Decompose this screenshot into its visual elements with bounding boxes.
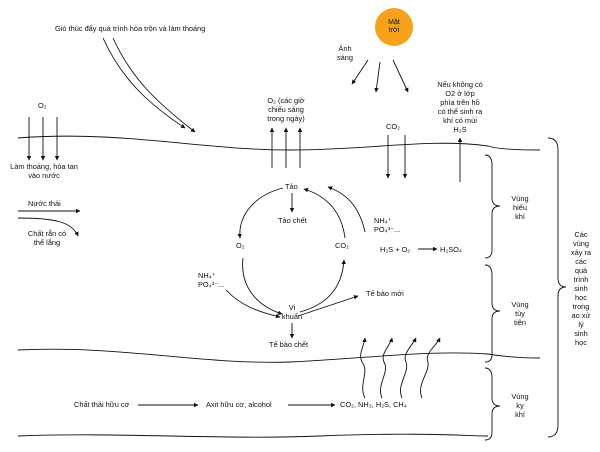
- o2-sunlight-label: O₂ (các giờ chiếu sáng trong ngày): [255, 96, 317, 123]
- zone-facultative-label: Vùng tùy tiện: [502, 300, 538, 327]
- processes-6: trình: [573, 275, 589, 284]
- nutrients-lower-label: NH₄⁺ PO₄³⁻...: [198, 271, 224, 289]
- h2so4-label: H₂SO₄: [440, 245, 462, 254]
- brace-aerobic: [484, 154, 501, 259]
- h2s-note-3: phía trên hồ: [440, 98, 480, 107]
- pond-bottom-line: [17, 433, 489, 438]
- new-cells-label: Tế bào mới: [366, 289, 404, 298]
- algae-to-o2-arc: [237, 187, 284, 239]
- wastewater-label: Nước thải: [28, 199, 61, 208]
- zone-facultative-2: tùy: [515, 309, 525, 318]
- processes-4: các: [575, 257, 587, 266]
- aeration-label-2: vào nước: [28, 171, 60, 180]
- dead-algae-label: Tảo chết: [278, 216, 307, 225]
- h2s-note-5: khí có mùi: [443, 116, 477, 125]
- co2-to-algae-arc: [303, 188, 346, 239]
- h2s-note-formula: H₂S: [453, 125, 467, 134]
- nutrients-upper-label: NH₄⁺ PO₄³⁻...: [374, 216, 400, 234]
- light-label-1: Ánh: [338, 44, 352, 53]
- o2-top-label: O₂: [38, 101, 47, 110]
- nutrients-lower-2: PO₄³⁻...: [198, 280, 225, 289]
- o2-sunlight-label-1: O₂ (các giờ: [267, 96, 305, 105]
- nutrients-upper-2: PO₄³⁻...: [374, 225, 401, 234]
- co2-mid-label: CO₂: [335, 241, 349, 250]
- wind-arrow-2: [112, 37, 196, 133]
- zone-facultative-1: Vùng: [511, 300, 529, 309]
- nutrients-to-bacteria-arrow: [225, 289, 281, 319]
- light-arrow-1: [351, 59, 369, 85]
- processes-9: trong: [572, 302, 590, 311]
- h2s-note-4: có thể sinh ra: [437, 107, 483, 116]
- co2-top-label: CO₂: [386, 122, 400, 131]
- gas-arrow-3: [400, 337, 417, 399]
- h2s-note: Nếu không có O2 ở lớp phía trên hồ có th…: [425, 80, 495, 134]
- sun-label-1: Mặt: [388, 19, 400, 26]
- bacteria-label-2: khuẩn: [281, 312, 303, 321]
- zone-anaerobic-1: Vùng: [511, 392, 529, 401]
- processes-10: ao xử: [571, 311, 591, 320]
- h2s-reaction-label: H₂S + O₂: [380, 245, 411, 254]
- o2-sunlight-label-2: chiếu sáng: [268, 105, 304, 114]
- gases-label: CO₂, NH₃, H₂S, CH₄: [340, 400, 407, 409]
- nutrients-upper-1: NH₄⁺: [374, 216, 392, 225]
- dead-cells-label: Tế bào chết: [269, 340, 309, 349]
- nutrients-to-algae-arrow: [327, 186, 366, 233]
- settleable-label-2: thể lắng: [33, 238, 61, 247]
- zone-aerobic-1: Vùng: [511, 194, 529, 203]
- light-arrow-3: [392, 59, 409, 93]
- h2s-note-1: Nếu không có: [437, 80, 483, 89]
- brace-anaerobic: [484, 367, 501, 441]
- h2s-note-2: O2 ở lớp: [445, 89, 475, 98]
- sun-label-2: trời: [388, 27, 400, 34]
- o2-sunlight-label-3: trong ngày): [267, 114, 305, 123]
- processes-13: học: [575, 338, 587, 347]
- gas-arrow-4: [420, 337, 441, 399]
- light-arrow-2: [374, 61, 381, 93]
- light-label: Ánh sáng: [330, 44, 360, 62]
- zone-aerobic-3: khí: [515, 212, 525, 221]
- processes-label: Các vùng xảy ra các quá trình sinh học t…: [566, 230, 596, 347]
- zone-anaerobic-label: Vùng kỵ khí: [502, 392, 538, 419]
- zone-anaerobic-3: khí: [515, 410, 525, 419]
- settle-arrow: [17, 217, 79, 237]
- bacteria-label-1: Vi: [288, 303, 296, 312]
- o2-mid-label: O₂: [236, 241, 245, 250]
- o2-to-bacteria-arc: [242, 257, 283, 315]
- gas-arrow-1: [360, 337, 367, 399]
- light-label-2: sáng: [336, 53, 354, 62]
- settleable-label-1: Chất rắn có: [27, 229, 67, 238]
- processes-1: Các: [574, 230, 588, 239]
- water-surface-line: [17, 135, 541, 151]
- nutrients-lower-1: NH₄⁺: [198, 271, 216, 280]
- processes-12: sinh: [574, 329, 588, 338]
- processes-11: lý: [578, 320, 584, 329]
- zone-anaerobic-2: kỵ: [516, 401, 524, 410]
- processes-7: sinh: [574, 284, 588, 293]
- organic-acids-label: Axit hữu cơ, alcohol: [206, 400, 272, 409]
- algae-label: Tảo: [285, 182, 298, 191]
- processes-2: vùng: [572, 239, 590, 248]
- processes-8: học: [575, 293, 587, 302]
- sun: Mặt trời: [375, 8, 413, 46]
- anaerobic-boundary-line: [17, 348, 541, 363]
- bacteria-to-co2-arc: [299, 259, 346, 313]
- aeration-label: Làm thoáng, hòa tan vào nước: [5, 162, 83, 180]
- wind-label: Gió thúc đẩy quá trình hòa trộn và làm t…: [55, 24, 206, 33]
- aeration-label-1: Làm thoáng, hòa tan: [10, 162, 78, 171]
- brace-processes: [547, 137, 567, 438]
- zone-facultative-3: tiện: [514, 318, 526, 327]
- wind-arrow-1: [102, 37, 186, 129]
- processes-3: xảy ra: [570, 248, 592, 257]
- bacteria-to-newcells-arrow: [297, 295, 359, 317]
- brace-facultative: [484, 264, 501, 363]
- settleable-solids-label: Chất rắn có thể lắng: [22, 229, 72, 247]
- zone-aerobic-2: hiếu: [513, 203, 527, 212]
- organic-waste-label: Chất thải hữu cơ: [74, 400, 130, 409]
- bacteria-label: Vi khuẩn: [276, 303, 308, 321]
- gas-arrow-2: [380, 337, 394, 399]
- processes-5: quá: [574, 266, 588, 275]
- zone-aerobic-label: Vùng hiếu khí: [502, 194, 538, 221]
